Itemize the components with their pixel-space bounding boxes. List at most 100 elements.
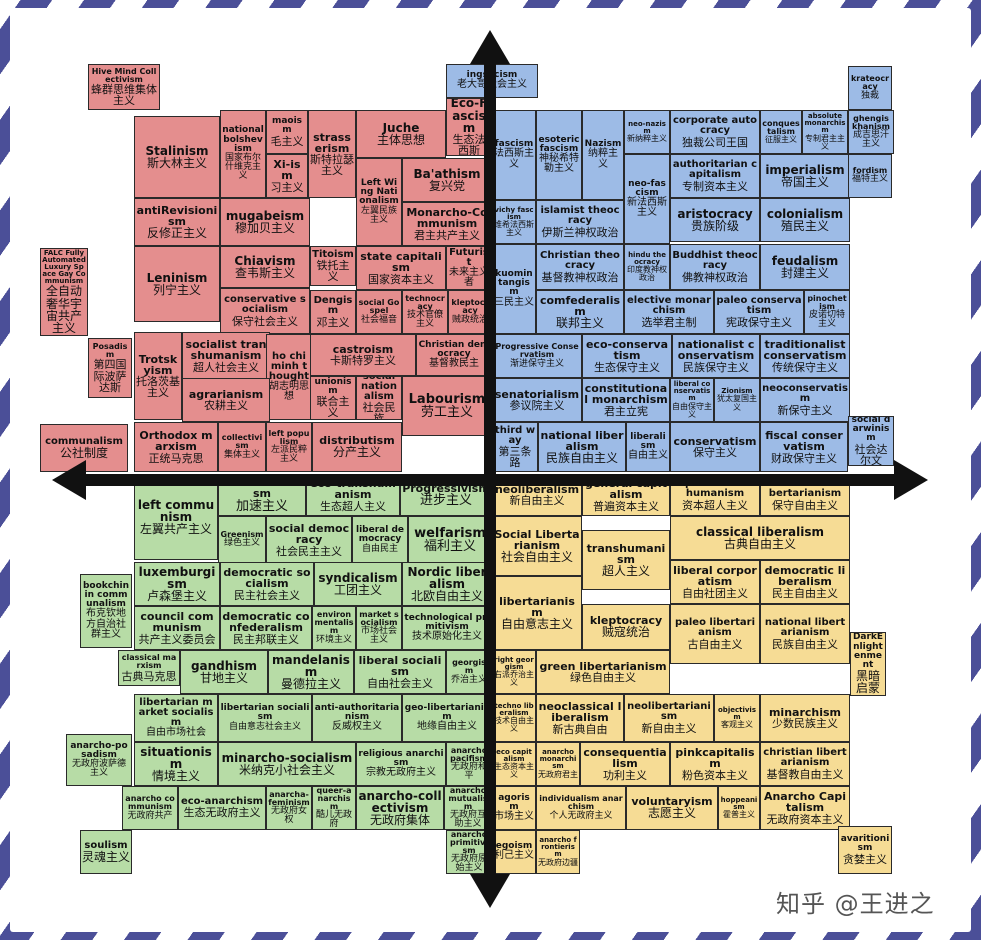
ideology-name-en: Christian theocracy	[540, 250, 620, 272]
ideology-name-zh: 自由市场社会	[146, 727, 206, 739]
ideology-name-zh: 超人主义	[601, 564, 650, 579]
ideology-name-zh: 独裁	[860, 90, 879, 101]
ideology-name-zh: 自由主义	[628, 450, 668, 462]
ideology-name-en: national liberalism	[540, 428, 624, 453]
ideology-name-en: geo-libertarianism	[404, 702, 490, 722]
ideology-name-zh: 地缘自由主义	[417, 721, 477, 733]
ideology-name-zh: 绿色主义	[223, 538, 260, 549]
ideology-name-zh: 布克钦地方自治社群主义	[86, 608, 126, 640]
ideology-name-en: Progressivism	[402, 481, 490, 495]
ideology-name-zh: 古典自由主义	[723, 537, 796, 551]
ideology-name-zh: 基督教自由主义	[766, 767, 844, 781]
ideology-name-zh: 蜂群思维集体主义	[91, 82, 157, 108]
ideology-name-en: anti-authoritarianism	[314, 702, 400, 722]
ideology-name-zh: 粉色资本主义	[682, 768, 748, 782]
ideology-name-zh: 酷儿无政府	[315, 810, 352, 830]
ideology-name-en: maoism	[271, 116, 303, 136]
ideology-name-zh: 自由社会主义	[367, 676, 433, 690]
ideology-name-zh: 选举君主制	[641, 315, 697, 329]
ideology-name-zh: 宗教无政府主义	[366, 767, 436, 779]
ideology-name-zh: 灵魂主义	[82, 849, 131, 864]
ideology-name-en: vichy fascism	[494, 205, 534, 221]
ideology-name-zh: 参议院主义	[509, 399, 565, 412]
ideology-name-zh: 民族自由主义	[545, 451, 618, 466]
ideology-name-zh: 宪政保守主义	[726, 315, 792, 329]
ideology-name-zh: 新自由主义	[509, 494, 565, 507]
ideology-name-zh: 民主自由主义	[772, 586, 838, 600]
ideology-name-en: anarcho-posadism	[70, 740, 128, 760]
ideology-name-en: anarcho communism	[125, 794, 175, 812]
ideology-name-en: libertarianism	[499, 594, 575, 619]
ideology-name-en: corporate autocracy	[673, 115, 757, 137]
ideology-name-zh: 犹太复国主义	[717, 394, 757, 412]
ideology-name-zh: 铁托主义	[316, 258, 350, 284]
ideology-name-zh: 邓主义	[316, 315, 350, 329]
ideology-name-zh: 绿色自由主义	[570, 671, 636, 684]
ideology-name-en: Orthodox marxism	[139, 429, 213, 454]
ideology-name-zh: 环境主义	[315, 634, 352, 645]
ideology-name-en: krateocracy	[850, 74, 890, 92]
ideology-name-en: national libertarianism	[764, 617, 846, 639]
ideology-name-en: neoliberalism	[494, 482, 580, 496]
ideology-name-zh: 列宁主义	[152, 283, 201, 297]
ideology-name-zh: 印度教神权政治	[627, 264, 667, 283]
ideology-name-zh: 基督教神权政治	[541, 270, 619, 284]
ideology-name-en: Leninism	[146, 270, 208, 285]
ideology-name-en: communalism	[45, 435, 123, 447]
ideology-name-zh: 皮诺切特主义	[808, 309, 845, 330]
ideology-name-zh: 无政府原始主义	[450, 854, 487, 874]
ideology-name-zh: 市场社会主义	[360, 625, 397, 646]
ideology-name-zh: 反威权主义	[332, 721, 382, 733]
ideology-name-en: neoconservatism	[762, 383, 848, 405]
ideology-name-zh: 北欧自由主义	[410, 589, 483, 604]
ideology-name-en: green libertarianism	[539, 659, 667, 673]
ideology-name-zh: 保守自由主义	[772, 498, 838, 512]
ideology-name-en: egoism	[495, 841, 533, 852]
ideology-name-zh: 无政府波萨德主义	[71, 759, 126, 779]
ideology-name-en: Ba'athism	[413, 166, 481, 181]
ideology-name-en: liberal socialism	[358, 654, 442, 679]
ideology-name-en: welfarism	[414, 525, 486, 541]
ideology-name-zh: 少数民族主义	[772, 717, 838, 730]
ideology-name-en: neo-fascism	[628, 178, 666, 198]
ideology-name-zh: 无政府边疆	[538, 857, 578, 867]
ideology-name-en: democratic confederalism	[222, 610, 310, 635]
ideology-name-zh: 专制资本主义	[682, 179, 748, 193]
ideology-name-en: paleo conservatism	[716, 295, 802, 317]
ideology-name-en: comfederalism	[539, 293, 621, 318]
ideology-name-zh: 甘地主义	[199, 671, 248, 685]
ideology-cell: FALC Fully Automated Luxury Space Gay Co…	[40, 248, 88, 336]
ideology-name-en: conquestalism	[762, 118, 800, 136]
ideology-name-en: kleptocracy	[589, 614, 663, 628]
ideology-name-en: colonialism	[766, 206, 844, 221]
ideology-name-en: Monarcho-Communism	[406, 206, 488, 231]
arrow-right-icon	[894, 460, 928, 500]
ideology-name-zh: 技术官僚主义	[406, 309, 443, 330]
ideology-name-en: conservative socialism	[224, 294, 306, 316]
